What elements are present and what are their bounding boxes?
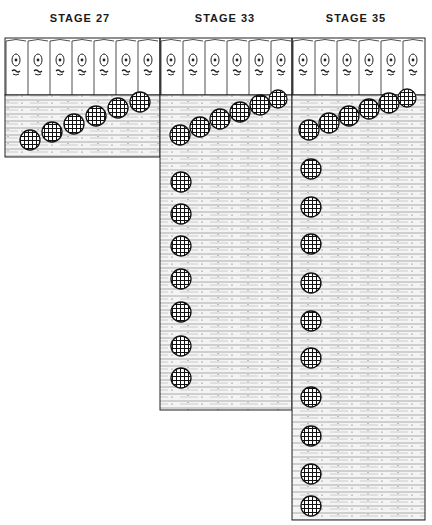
stage-label: STAGE 33 (195, 12, 255, 24)
stage-label: STAGE 27 (50, 12, 110, 24)
stage-label: STAGE 35 (326, 12, 386, 24)
